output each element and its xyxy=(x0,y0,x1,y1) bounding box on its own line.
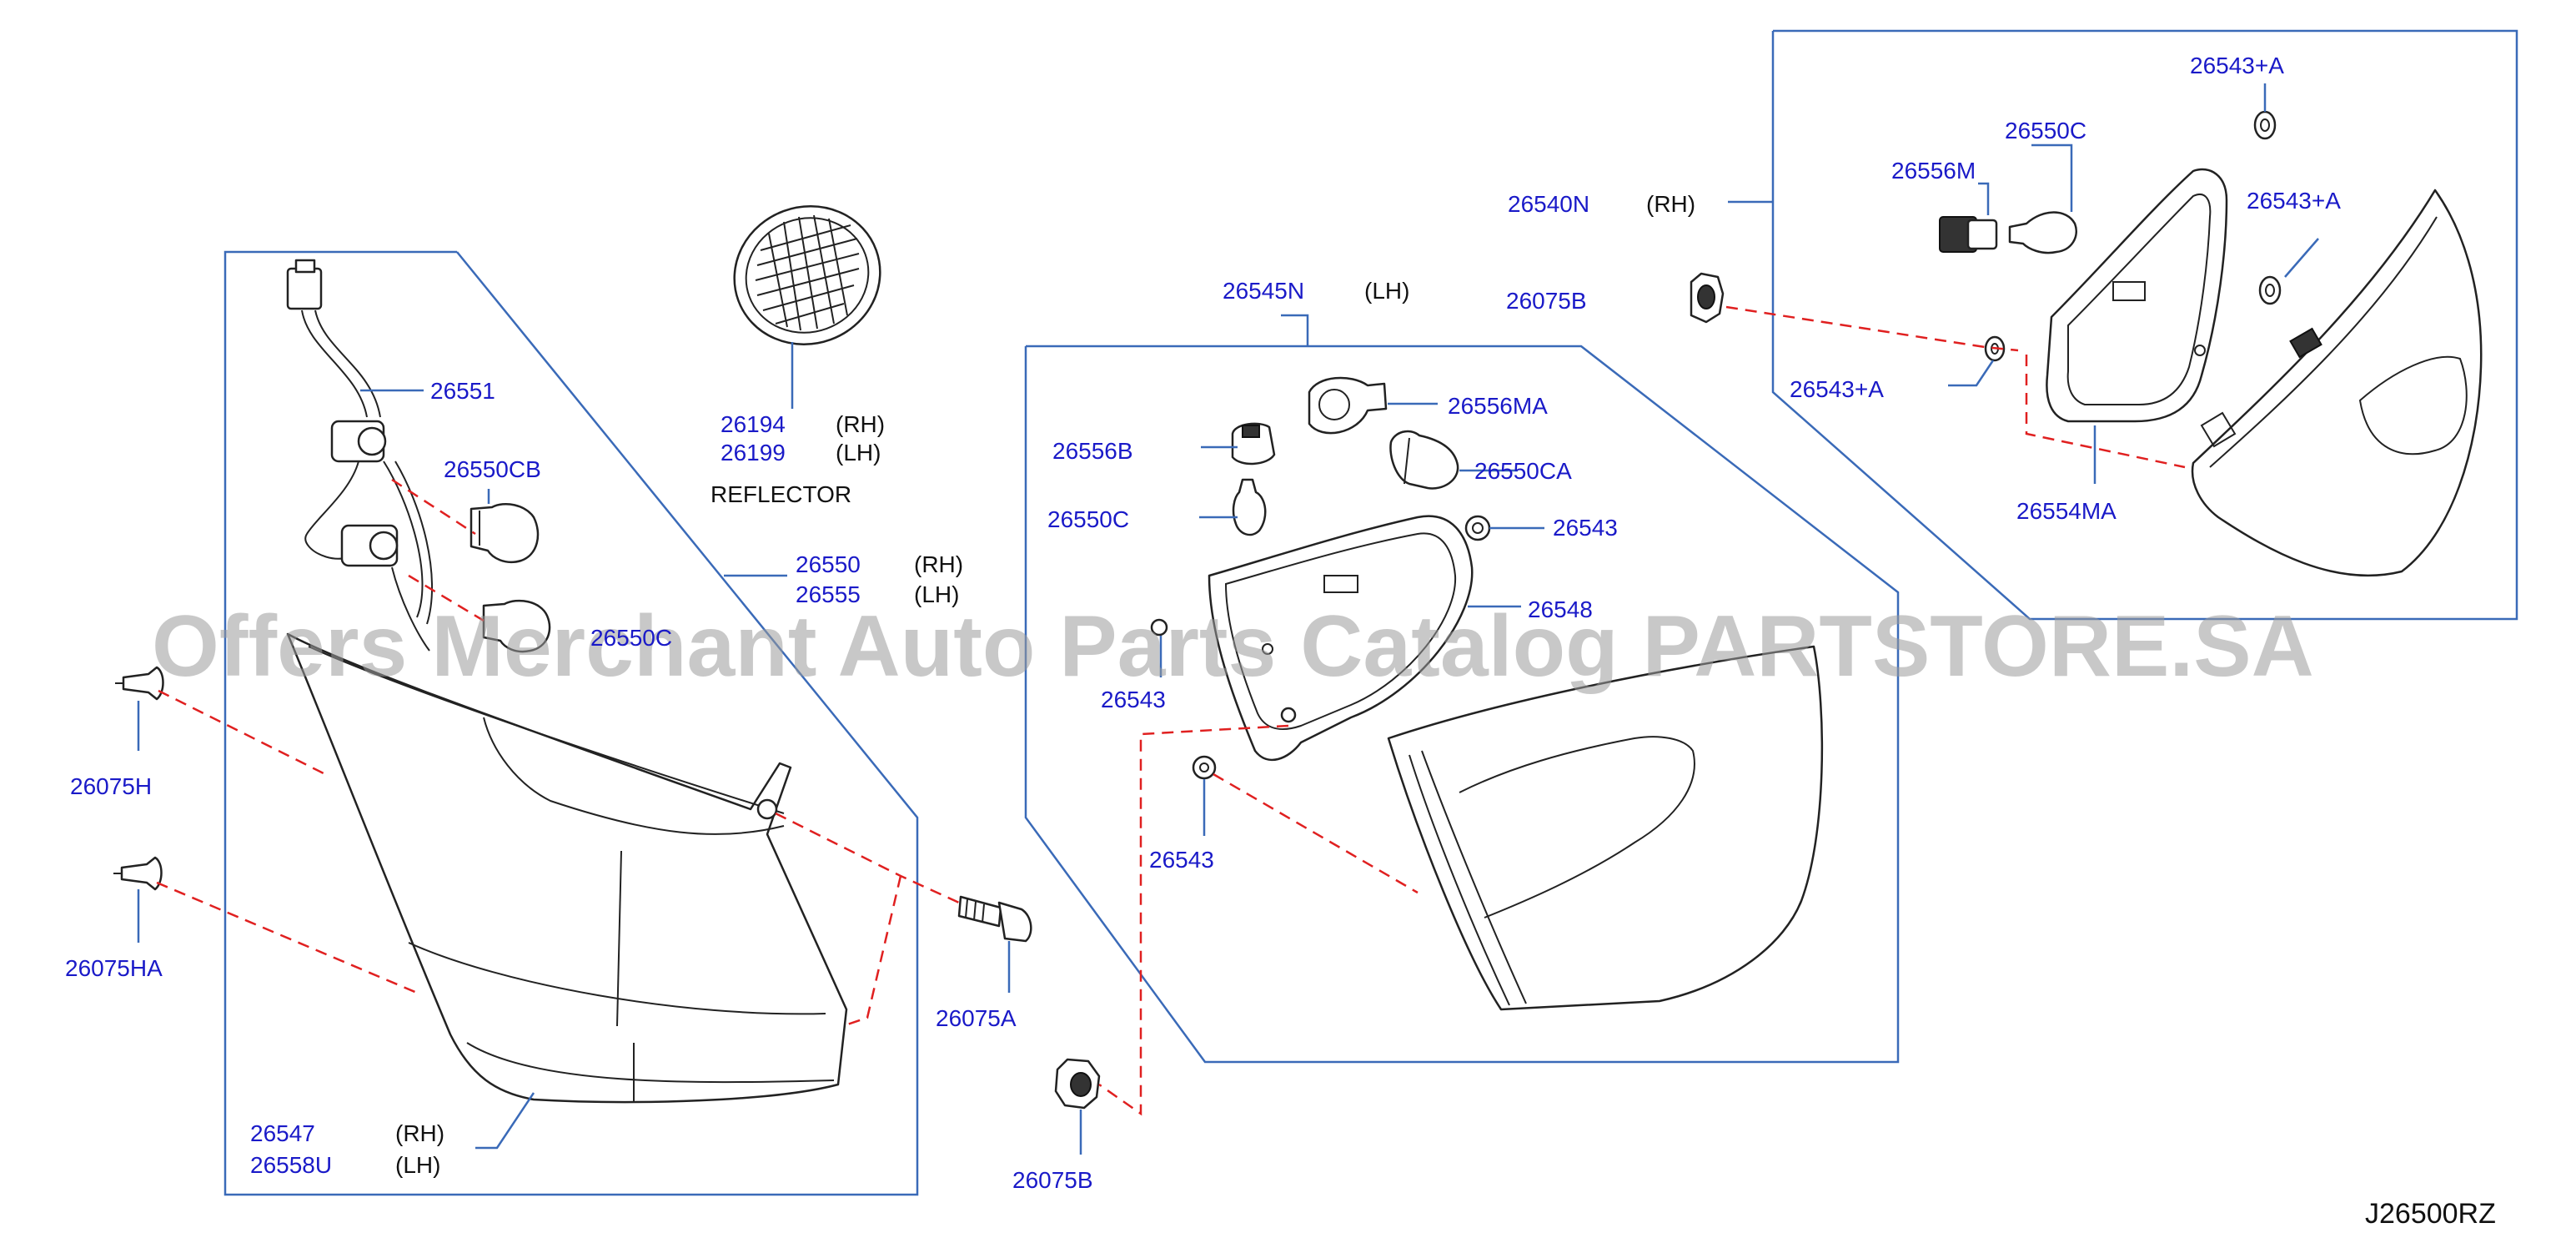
inner-lamp-26540N[interactable] xyxy=(2191,189,2483,577)
bulb-26550C-right[interactable] xyxy=(2008,211,2077,254)
watermark: Offers Merchant Auto Parts Catalog PARTS… xyxy=(152,598,2314,695)
bulb-holder-26554MA[interactable] xyxy=(2046,168,2228,423)
label-26543A-low[interactable]: 26543+A xyxy=(1790,376,1884,402)
part-labels: 26551 26550CB 26550 (RH) 26555 (LH) 2655… xyxy=(65,53,2496,1230)
label-26543-b[interactable]: 26543 xyxy=(1101,687,1166,712)
leader-lines xyxy=(137,83,2319,1155)
label-26199-lh: (LH) xyxy=(836,440,881,466)
assembly-lines xyxy=(156,305,2186,1116)
bulb-26550CB[interactable] xyxy=(470,503,540,564)
diagram-reference: J26500RZ xyxy=(2365,1198,2496,1230)
nut-26075B-bottom[interactable] xyxy=(1054,1058,1101,1110)
label-26550CB[interactable]: 26550CB xyxy=(444,456,541,482)
clip-26075H[interactable] xyxy=(115,666,164,701)
label-26545N[interactable]: 26545N xyxy=(1223,278,1304,304)
label-26550-left[interactable]: 26550 xyxy=(796,551,861,577)
label-26548[interactable]: 26548 xyxy=(1528,596,1593,622)
socket-26556MA[interactable] xyxy=(1308,376,1388,435)
label-26075H[interactable]: 26075H xyxy=(70,773,152,799)
right-group-frame xyxy=(1771,29,2518,621)
label-26543-c[interactable]: 26543 xyxy=(1149,847,1214,873)
label-26550-left-rh: (RH) xyxy=(914,551,963,577)
label-26075HA[interactable]: 26075HA xyxy=(65,955,163,981)
label-26075B-bottom[interactable]: 26075B xyxy=(1012,1167,1093,1193)
label-reflector: REFLECTOR xyxy=(711,481,851,507)
label-26540N[interactable]: 26540N xyxy=(1508,191,1589,217)
left-group-frame xyxy=(223,250,919,1196)
label-26550CA[interactable]: 26550CA xyxy=(1474,458,1572,484)
label-26540N-rh: (RH) xyxy=(1646,191,1695,217)
label-26543-a[interactable]: 26543 xyxy=(1553,515,1618,541)
bulb-holder-26548[interactable] xyxy=(1208,515,1474,761)
label-26550C-hidden[interactable]: 26550C xyxy=(590,625,672,651)
grommet-26543-a[interactable] xyxy=(1464,515,1491,541)
label-26558U-lh: (LH) xyxy=(395,1152,440,1178)
socket-26556M[interactable] xyxy=(1939,216,1998,253)
label-26543A-top[interactable]: 26543+A xyxy=(2190,53,2284,78)
bulb-26550C-left[interactable] xyxy=(482,599,551,653)
grommet-26543A-mid[interactable] xyxy=(2258,275,2282,305)
grommet-26543-c[interactable] xyxy=(1192,755,1217,780)
label-26556MA[interactable]: 26556MA xyxy=(1448,393,1548,419)
label-26558U[interactable]: 26558U xyxy=(250,1152,332,1178)
outer-lamp-26547[interactable] xyxy=(286,632,848,1104)
grommet-26543A-top[interactable] xyxy=(2253,110,2277,140)
reflector-26194[interactable] xyxy=(715,186,899,365)
label-26194-rh: (RH) xyxy=(836,411,885,437)
label-26547-rh: (RH) xyxy=(395,1120,444,1146)
bolt-26075A[interactable] xyxy=(957,895,1032,943)
nut-26075B-right[interactable] xyxy=(1690,272,1725,324)
socket-26556B[interactable] xyxy=(1231,422,1276,466)
label-26075B-right[interactable]: 26075B xyxy=(1506,288,1587,314)
label-26543A-mid[interactable]: 26543+A xyxy=(2247,188,2341,214)
label-26075A[interactable]: 26075A xyxy=(936,1005,1017,1031)
label-26554MA[interactable]: 26554MA xyxy=(2016,498,2117,524)
grommet-26543-b[interactable] xyxy=(1150,618,1168,637)
label-26555-lh: (LH) xyxy=(914,581,959,607)
bulb-26550CA[interactable] xyxy=(1389,430,1459,490)
bulb-26550C-mid[interactable] xyxy=(1232,478,1267,536)
label-26551[interactable]: 26551 xyxy=(430,378,495,404)
label-26545N-lh: (LH) xyxy=(1364,278,1409,304)
label-26199[interactable]: 26199 xyxy=(721,440,786,466)
label-26194[interactable]: 26194 xyxy=(721,411,786,437)
label-26556B[interactable]: 26556B xyxy=(1052,438,1133,464)
inner-lamp-26545N[interactable] xyxy=(1387,645,1824,1011)
label-26555[interactable]: 26555 xyxy=(796,581,861,607)
middle-group-frame xyxy=(1024,345,1900,1064)
harness-26551[interactable] xyxy=(286,259,433,652)
label-26556M[interactable]: 26556M xyxy=(1891,158,1976,184)
label-26547[interactable]: 26547 xyxy=(250,1120,315,1146)
label-26550C-right[interactable]: 26550C xyxy=(2005,118,2086,143)
label-26550C-mid[interactable]: 26550C xyxy=(1047,506,1129,532)
clip-26075HA[interactable] xyxy=(113,856,163,891)
